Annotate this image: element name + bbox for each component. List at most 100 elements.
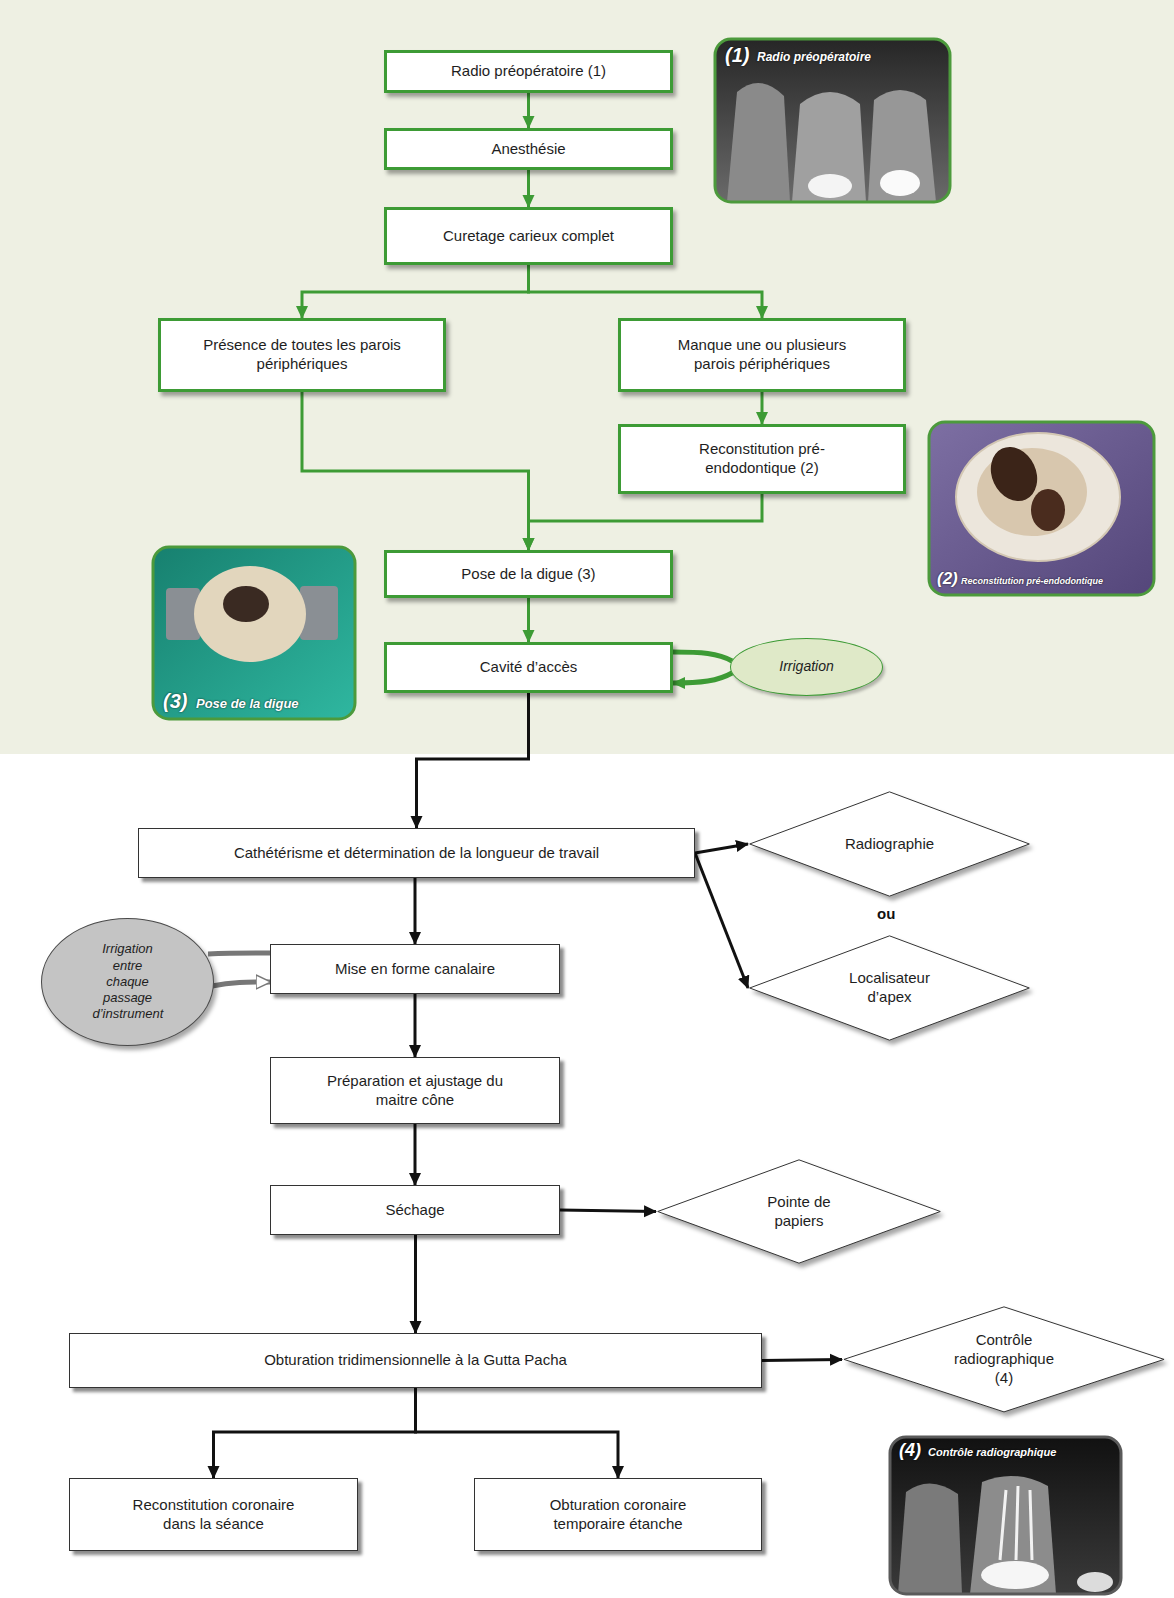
node-text: Pose de la digue (3) (461, 565, 595, 584)
xray-ground (890, 1437, 1121, 1594)
node-text: Présence de toutes les parois périphériq… (187, 336, 417, 374)
node-text: Séchage (385, 1201, 444, 1220)
root-filling (1000, 1486, 1032, 1560)
process-box: Curetage carieux complet (384, 207, 673, 265)
diamond-shape (750, 936, 1030, 1040)
connector (560, 1210, 656, 1212)
callout-number: (4) (899, 1441, 921, 1461)
process-box: Cavité d’accès (384, 642, 673, 693)
node-text: Radio préopératoire (1) (451, 62, 606, 81)
callout-number: (3) (163, 690, 187, 712)
connector (762, 1360, 842, 1361)
connector (527, 598, 530, 642)
node-text: Curetage carieux complet (443, 227, 614, 246)
process-box: Radio préopératoire (1) (384, 50, 673, 93)
tooth-shape (727, 83, 790, 202)
filling (981, 1561, 1049, 1589)
tooth-shape (792, 92, 866, 202)
tooth-crown (956, 433, 1120, 561)
node-text: Obturation tridimensionnelle à la Gutta … (264, 1351, 567, 1370)
process-box: Séchage (270, 1185, 560, 1235)
photo-frame (890, 1437, 1121, 1594)
connector (529, 265, 763, 318)
node-text: Reconstitution coronaire dans la séance (119, 1496, 309, 1534)
filling (880, 170, 920, 196)
diamond-shape (658, 1160, 941, 1263)
process-box: Reconstitution pré-endodontique (2) (618, 424, 906, 494)
process-box: Anesthésie (384, 128, 673, 170)
tooth-crown (194, 566, 306, 662)
node-text: Mise en forme canalaire (335, 960, 495, 979)
node-text: Reconstitution pré-endodontique (2) (677, 440, 847, 478)
process-box: Reconstitution coronaire dans la séance (69, 1478, 358, 1551)
decision-diamond: Radiographie (748, 791, 1031, 897)
xray-ground (715, 39, 950, 202)
connector (212, 982, 270, 986)
node-text: Contrôle radiographique (4) (947, 1331, 1062, 1387)
decision-diamond: Localisateur d’apex (748, 935, 1031, 1041)
node-text: Obturation coronaire temporaire étanche (533, 1496, 703, 1534)
node-text: Cathétérisme et détermination de la long… (234, 844, 599, 863)
connector (416, 1388, 619, 1478)
connector (695, 844, 748, 853)
cavity (1031, 489, 1065, 531)
connector (414, 878, 417, 944)
photo-ground (929, 422, 1154, 595)
callout-number: (2) (937, 570, 958, 589)
connector (302, 265, 529, 318)
caption-text: Radio préopératoire (757, 51, 871, 64)
tooth-shape (868, 90, 936, 202)
connector (214, 1388, 416, 1478)
connector (761, 392, 764, 424)
reconstruction-photo (929, 422, 1154, 595)
irrigation-circle: Irrigation entre chaque passage d’instru… (41, 918, 214, 1046)
process-box: Cathétérisme et détermination de la long… (138, 828, 695, 878)
decision-diamond: Contrôle radiographique (4) (842, 1306, 1166, 1413)
decision-diamond: Pointe de papiers (656, 1159, 942, 1264)
control-xray-photo (890, 1437, 1121, 1594)
photo-frame (715, 39, 950, 202)
or-label: ou (877, 906, 895, 923)
node-text: Localisateur d’apex (840, 969, 940, 1007)
process-box: Manque une ou plusieurs parois périphéri… (618, 318, 906, 392)
caption-text: Reconstitution pré-endodontique (961, 577, 1103, 587)
node-text: Manque une ou plusieurs parois périphéri… (662, 336, 862, 374)
filling (808, 174, 852, 198)
process-box: Pose de la digue (3) (384, 550, 673, 598)
connector (673, 673, 732, 683)
connector (695, 853, 748, 988)
node-text: Anesthésie (491, 140, 565, 159)
tooth-shape (898, 1483, 962, 1594)
dam-ground (153, 547, 355, 719)
connector (208, 953, 270, 954)
connector (414, 994, 417, 1057)
irrigation-ellipse: Irrigation (730, 638, 883, 696)
cavity (223, 586, 269, 622)
photo-frame (153, 547, 355, 719)
diamond-shape (844, 1307, 1164, 1412)
node-text: Irrigation entre chaque passage d’instru… (93, 941, 163, 1022)
connector (529, 494, 763, 550)
diamond-shape (750, 792, 1030, 896)
node-text: Radiographie (845, 835, 934, 854)
connector (414, 1235, 417, 1333)
node-text: Irrigation (779, 658, 833, 676)
process-box: Présence de toutes les parois périphériq… (158, 318, 446, 392)
process-box: Mise en forme canalaire (270, 944, 560, 994)
filling (1077, 1572, 1113, 1592)
caption-text: Pose de la digue (196, 697, 299, 711)
connector (527, 93, 530, 128)
process-box: Obturation coronaire temporaire étanche (474, 1478, 762, 1551)
process-box: Obturation tridimensionnelle à la Gutta … (69, 1333, 762, 1388)
connector (417, 693, 529, 828)
node-text: Pointe de papiers (759, 1193, 839, 1231)
connector (527, 170, 530, 207)
callout-number: (1) (725, 44, 749, 66)
connector (414, 1124, 417, 1185)
connector (302, 392, 529, 550)
process-box: Préparation et ajustage du maitre cône (270, 1057, 560, 1124)
connector (673, 652, 732, 661)
photo-frame (929, 422, 1154, 595)
node-text: Cavité d’accès (480, 658, 578, 677)
